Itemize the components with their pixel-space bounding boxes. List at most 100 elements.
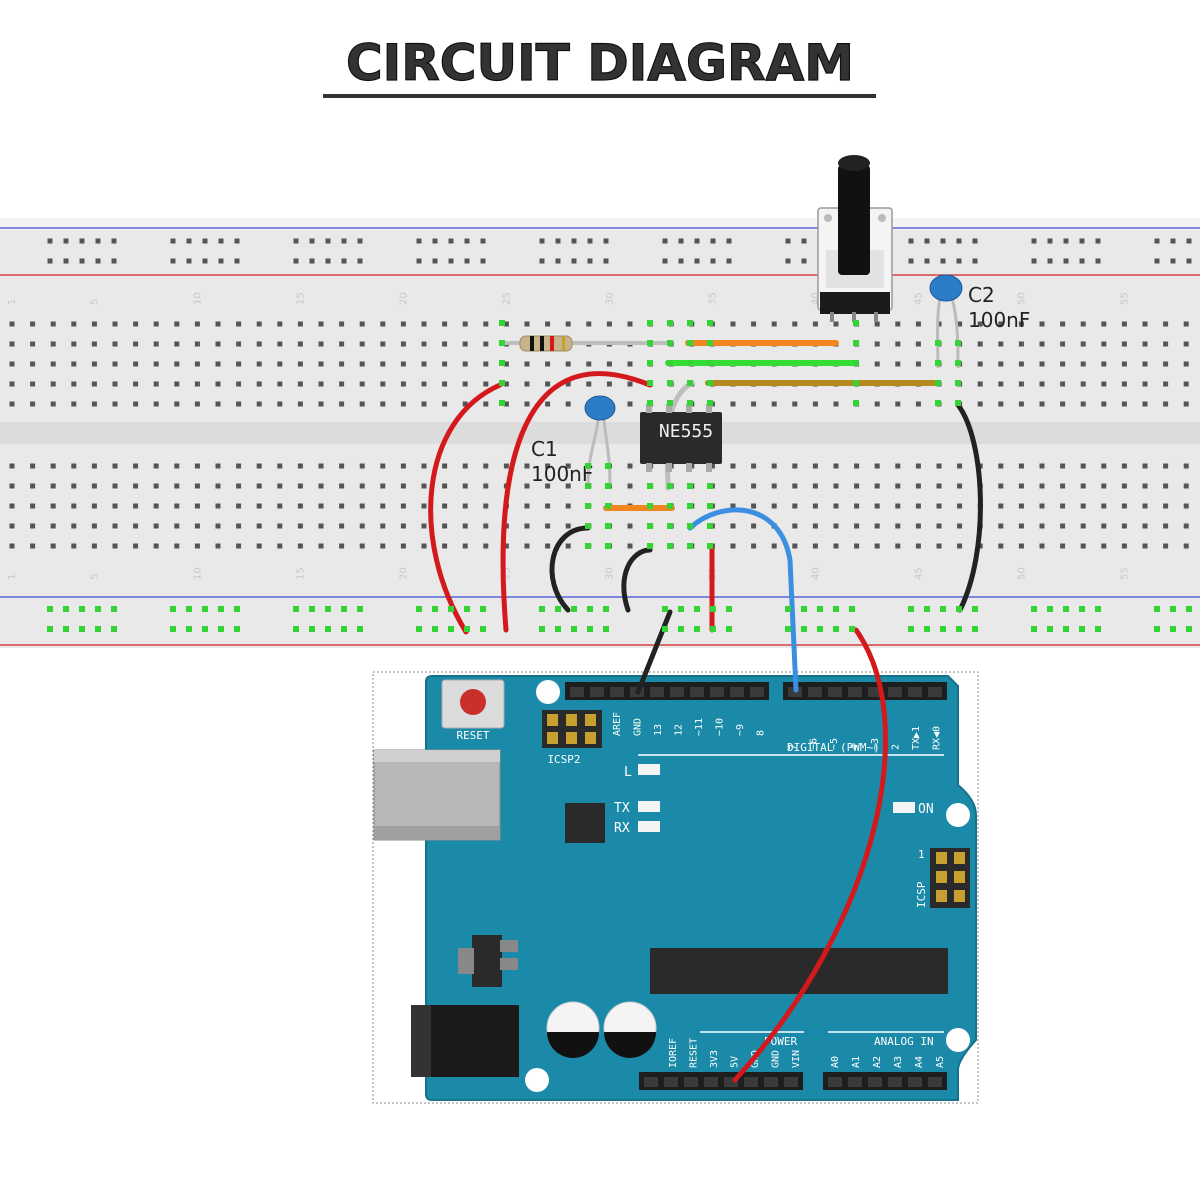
terminal-hole [359, 401, 365, 407]
terminal-hole [730, 321, 736, 327]
red-wire-left[interactable] [428, 382, 503, 635]
header-pin[interactable] [610, 687, 624, 697]
terminal-hole [833, 321, 839, 327]
reset-button-cap[interactable] [460, 689, 486, 715]
header-pin[interactable] [764, 1077, 778, 1087]
black-wire-gnd-2[interactable] [621, 547, 653, 613]
header-pin[interactable] [664, 1077, 678, 1087]
header-pin[interactable] [808, 687, 822, 697]
header-pin[interactable] [848, 687, 862, 697]
header-pin[interactable] [684, 1077, 698, 1087]
header-pin[interactable] [848, 1077, 862, 1087]
rail-hole [63, 238, 69, 244]
connected-hole [585, 483, 591, 489]
connected-rail-hole [571, 606, 577, 612]
potentiometer[interactable] [817, 155, 893, 322]
terminal-hole [1060, 463, 1066, 469]
rail-hole [202, 258, 208, 264]
terminal-hole [1101, 523, 1107, 529]
terminal-hole [586, 361, 592, 367]
terminal-hole [50, 463, 56, 469]
ne555-chip[interactable]: NE555 [640, 404, 722, 472]
header-pin[interactable] [710, 687, 724, 697]
header-pin[interactable] [928, 687, 942, 697]
header-pin[interactable] [644, 1077, 658, 1087]
connected-rail-hole [587, 606, 593, 612]
terminal-hole [771, 401, 777, 407]
header-pin[interactable] [888, 687, 902, 697]
header-pin[interactable] [690, 687, 704, 697]
usb-chip [565, 803, 605, 843]
terminal-hole [1080, 463, 1086, 469]
pin-label: 2 [891, 744, 902, 750]
header-pin[interactable] [744, 1077, 758, 1087]
blue-wire-pin7[interactable] [687, 507, 799, 693]
connected-rail-hole [833, 606, 839, 612]
terminal-hole [30, 543, 36, 549]
header-pin[interactable] [724, 1077, 738, 1087]
connected-rail-hole [849, 606, 855, 612]
connected-hole [853, 360, 859, 366]
connected-rail-hole [571, 626, 577, 632]
terminal-hole [277, 463, 283, 469]
terminal-hole [318, 483, 324, 489]
terminal-hole [874, 401, 880, 407]
terminal-hole [194, 381, 200, 387]
connected-hole [667, 523, 673, 529]
terminal-hole [339, 523, 345, 529]
rail-hole [218, 238, 224, 244]
rail-hole [956, 258, 962, 264]
header-pin[interactable] [704, 1077, 718, 1087]
header-pin[interactable] [888, 1077, 902, 1087]
header-pin[interactable] [784, 1077, 798, 1087]
terminal-hole [998, 361, 1004, 367]
terminal-hole [1183, 543, 1189, 549]
header-pin[interactable] [650, 687, 664, 697]
terminal-hole [936, 483, 942, 489]
terminal-hole [194, 543, 200, 549]
terminal-hole [1121, 321, 1127, 327]
black-wire-gnd-arduino[interactable] [635, 609, 673, 695]
header-pin[interactable] [590, 687, 604, 697]
header-pin[interactable] [928, 1077, 942, 1087]
potentiometer-knob[interactable] [838, 165, 870, 275]
black-wire-c2-rail[interactable] [955, 402, 983, 613]
header-pin[interactable] [670, 687, 684, 697]
capacitor-c1[interactable]: C1 100nF [531, 395, 616, 486]
resistor[interactable] [502, 335, 670, 352]
rail-hole [79, 238, 85, 244]
terminal-hole [30, 341, 36, 347]
terminal-hole [874, 341, 880, 347]
rail-hole [357, 258, 363, 264]
red-wire-5v[interactable] [732, 627, 888, 1083]
terminal-hole [833, 543, 839, 549]
header-pin[interactable] [828, 1077, 842, 1087]
black-wire-gnd-1[interactable] [549, 525, 591, 613]
header-pin[interactable] [750, 687, 764, 697]
terminal-hole [483, 463, 489, 469]
terminal-hole [998, 381, 1004, 387]
rail-hole [234, 238, 240, 244]
terminal-hole [174, 401, 180, 407]
header-pin[interactable] [868, 1077, 882, 1087]
terminal-hole [565, 463, 571, 469]
connected-rail-hole [218, 626, 224, 632]
header-pin[interactable] [868, 687, 882, 697]
header-pin[interactable] [908, 1077, 922, 1087]
red-wire-second[interactable] [500, 371, 653, 633]
connected-rail-hole [1154, 626, 1160, 632]
capacitor-c2[interactable]: C2 100nF [929, 274, 1030, 369]
connected-hole [647, 380, 653, 386]
header-pin[interactable] [730, 687, 744, 697]
header-pin[interactable] [908, 687, 922, 697]
rail-hole [924, 258, 930, 264]
terminal-hole [730, 503, 736, 509]
terminal-hole [483, 361, 489, 367]
header-pin[interactable] [828, 687, 842, 697]
terminal-hole [977, 341, 983, 347]
header-pin[interactable] [570, 687, 584, 697]
terminal-hole [297, 543, 303, 549]
terminal-hole [112, 361, 118, 367]
rail-hole [416, 258, 422, 264]
rail-hole [186, 238, 192, 244]
